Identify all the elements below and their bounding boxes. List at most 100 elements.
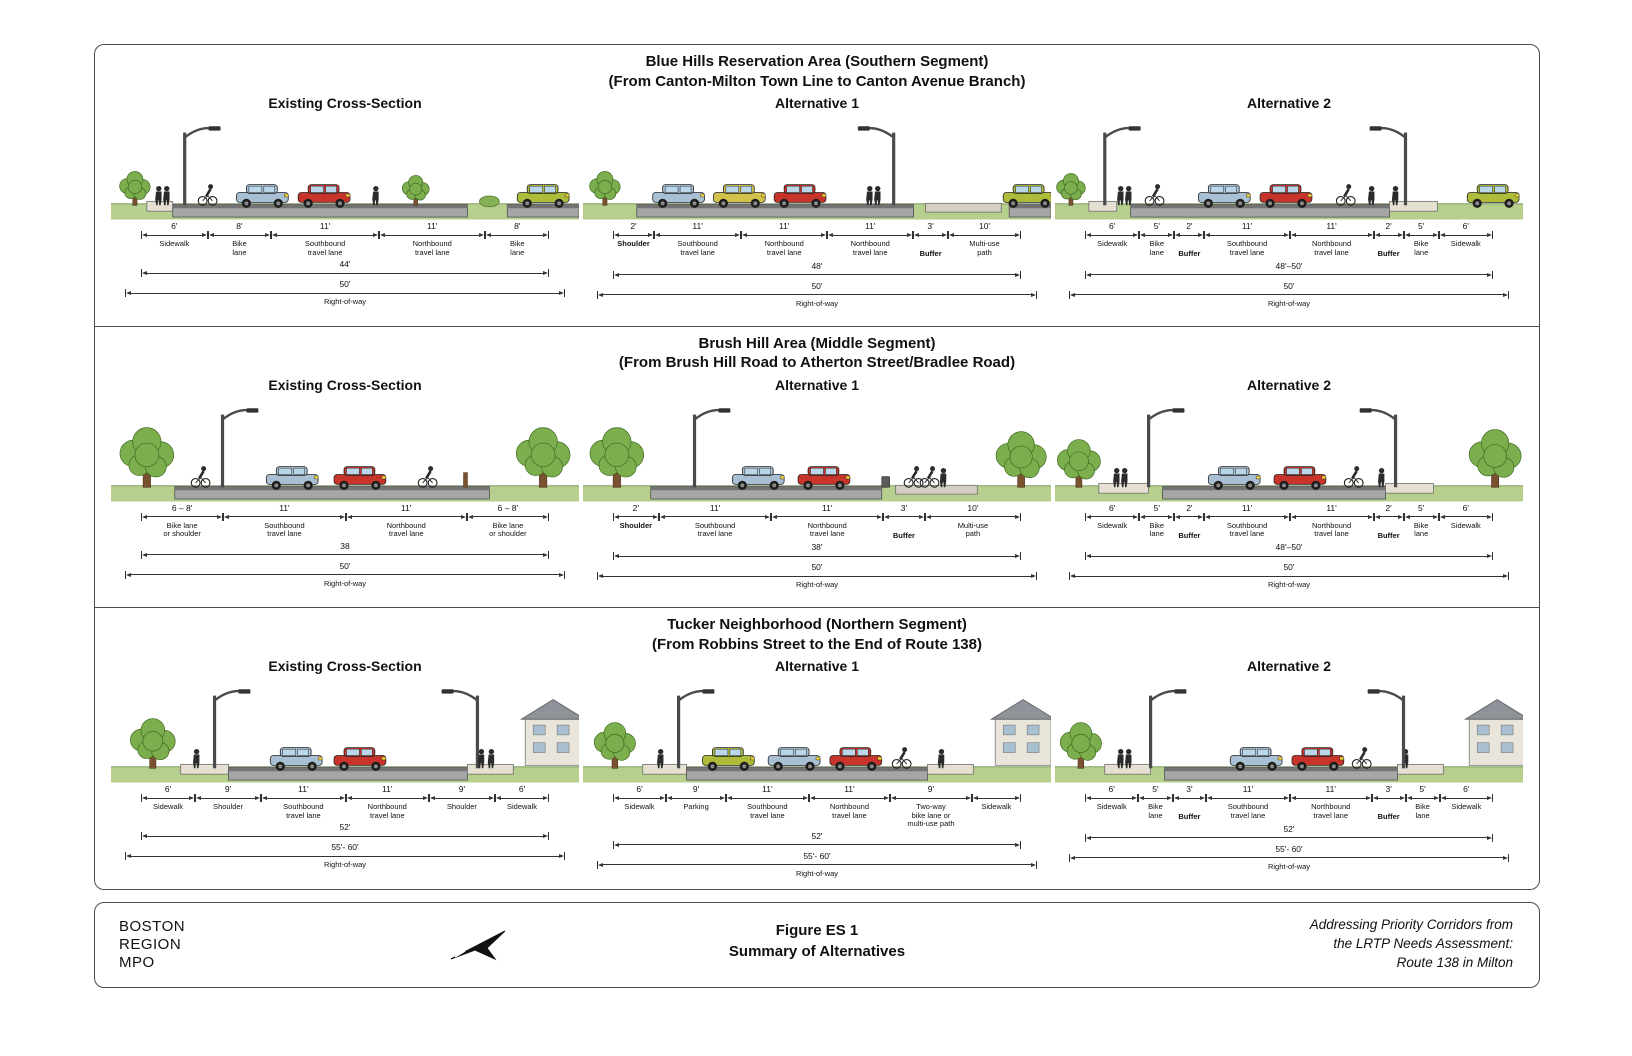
steel-car-icon bbox=[265, 465, 319, 490]
dimension-arrow bbox=[613, 270, 1021, 279]
lane-dimension: Sidewalk bbox=[971, 784, 1021, 829]
lane-label-line: Southbound bbox=[677, 239, 718, 248]
dimension-arrow bbox=[890, 794, 972, 802]
dimension-arrow bbox=[1174, 231, 1205, 239]
dimension-arrow bbox=[666, 794, 727, 802]
total-width: 52' bbox=[811, 830, 823, 841]
lane-label-line: path bbox=[977, 247, 992, 257]
lamp-icon bbox=[1359, 407, 1398, 487]
lane-width: 9' bbox=[224, 784, 232, 794]
lane-label: Sidewalk bbox=[1439, 521, 1493, 531]
lane-label-line: Southbound bbox=[283, 802, 324, 811]
person-icon bbox=[937, 748, 945, 769]
dimension-arrow bbox=[613, 840, 1021, 849]
lane-width: 11' bbox=[382, 784, 393, 794]
total-width: 55'- 60' bbox=[1275, 843, 1303, 854]
dimension-arrow bbox=[125, 852, 565, 861]
alternatives-board: Blue Hills Reservation Area (Southern Se… bbox=[94, 44, 1540, 890]
lane-label: Sidewalk bbox=[1085, 521, 1139, 531]
lane-label-line: Shoulder bbox=[446, 802, 477, 811]
lane-width: 5' bbox=[1153, 502, 1160, 513]
lane-label-line: Bike lane bbox=[166, 520, 198, 530]
steel-car-icon bbox=[269, 747, 323, 771]
figure-name: Summary of Alternatives bbox=[728, 943, 906, 960]
lane-label: Sidewalk bbox=[1085, 239, 1139, 249]
lane-label-line: Sidewalk bbox=[506, 802, 537, 811]
lane-label-line: travel lane bbox=[1314, 247, 1349, 257]
lamp-icon bbox=[692, 407, 731, 487]
red-car-icon bbox=[297, 184, 351, 208]
lane-label: Shoulder bbox=[429, 802, 495, 812]
lane-width bbox=[972, 784, 1021, 794]
dimension-arrow bbox=[1069, 572, 1509, 581]
lane-dimension: 6' Sidewalk bbox=[141, 784, 196, 820]
house-icon bbox=[989, 699, 1051, 766]
lane-dimension: 3'Buffer bbox=[913, 221, 949, 259]
lane-dimension: 3'Buffer bbox=[1371, 784, 1406, 822]
lane-width: 6' bbox=[636, 784, 643, 794]
lane-label-line: travel lane bbox=[286, 810, 321, 820]
person-icon bbox=[874, 185, 881, 206]
person-icon bbox=[1117, 185, 1124, 206]
lamp-icon bbox=[1367, 689, 1406, 769]
lane-dimension: 6'Sidewalk bbox=[1439, 784, 1494, 822]
lane-width: 6' bbox=[1463, 784, 1470, 794]
lane-width: 11' bbox=[762, 784, 773, 794]
red-car-icon bbox=[1273, 465, 1327, 490]
dimension-arrow bbox=[1085, 833, 1493, 842]
lane-label-line: travel lane bbox=[414, 247, 450, 257]
person-icon bbox=[1113, 467, 1120, 487]
total-width: 50' bbox=[811, 562, 823, 573]
lane-width: 2' bbox=[1385, 221, 1392, 231]
total-label: Right-of-way bbox=[795, 580, 839, 590]
person-icon bbox=[155, 185, 162, 206]
total-dimension: 50'Right-of-way bbox=[125, 279, 565, 306]
org-line: BOSTON bbox=[119, 918, 186, 935]
lane-width: 2' bbox=[632, 502, 640, 513]
lane-width: 5' bbox=[1417, 221, 1425, 231]
dimension-arrow bbox=[1085, 512, 1140, 521]
lane-label-line: Bike bbox=[1415, 802, 1430, 811]
total-dimension: 38' bbox=[613, 542, 1021, 561]
total-width: 52' bbox=[339, 822, 351, 833]
lane-label-line: travel lane bbox=[1313, 810, 1348, 820]
person-icon bbox=[1121, 467, 1128, 487]
cyclist-icon bbox=[417, 465, 438, 488]
cross-section-title: Existing Cross-Section bbox=[268, 376, 422, 393]
lane-label-line: Northbound bbox=[764, 239, 804, 248]
lamp-icon bbox=[1147, 407, 1185, 487]
dimension-arrow bbox=[1373, 231, 1404, 239]
cross-section-title: Existing Cross-Section bbox=[268, 658, 422, 674]
lamp-icon bbox=[212, 689, 251, 769]
lane-width: 6' bbox=[164, 784, 172, 794]
dimension-arrow bbox=[808, 794, 891, 802]
lane-label-line: Sidewalk bbox=[1097, 239, 1128, 248]
tree-icon bbox=[589, 171, 621, 206]
tree-icon bbox=[995, 430, 1047, 488]
lane-label: Sidewalk bbox=[141, 802, 195, 812]
lane-label-line: travel lane bbox=[680, 247, 715, 257]
dimension-arrow bbox=[1139, 231, 1175, 239]
lane-label: Shoulder bbox=[613, 521, 659, 531]
red-car-icon bbox=[773, 184, 827, 208]
cyclist-icon bbox=[919, 465, 940, 488]
total-dimension: 55'- 60'Right-of-way bbox=[597, 851, 1037, 878]
